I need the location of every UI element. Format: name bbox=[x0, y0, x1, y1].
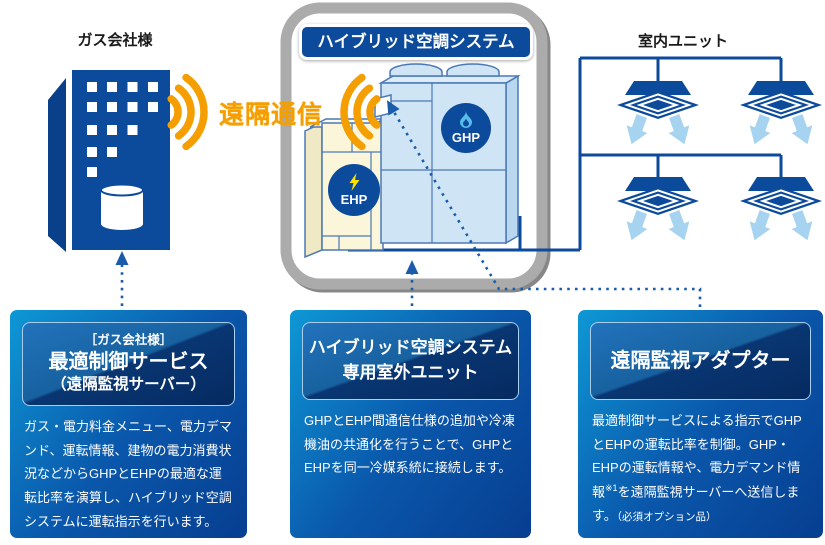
card-2-header-title: ハイブリッド空調システム bbox=[308, 338, 513, 358]
ghp-fan-icon bbox=[389, 63, 443, 77]
building-side bbox=[48, 78, 66, 252]
ghp-fan-icon bbox=[446, 63, 500, 77]
card-3-body-text-2: を遠隔監視サーバーへ送信します。 bbox=[592, 484, 800, 523]
gas-company-label: ガス会社様 bbox=[77, 32, 153, 49]
card-dedicated-outdoor-unit: ハイブリッド空調システム 専用室外ユニット GHPとEHP間通信仕様の追加や冷凍… bbox=[290, 310, 531, 538]
card-1-header-subtitle: （遠隔監視サーバー） bbox=[51, 376, 206, 394]
indoor-cassette-icon bbox=[740, 177, 822, 244]
card-3-option-note: （必須オプション品） bbox=[616, 510, 717, 523]
card-3-body: 最適制御サービスによる指示でGHPとEHPの運転比率を制御。GHP・EHPの運転… bbox=[592, 409, 809, 528]
card-1-header-tag: ［ガス会社様］ bbox=[84, 333, 173, 348]
lightning-bolt-icon bbox=[349, 173, 359, 191]
indoor-cassette-icon bbox=[740, 81, 822, 148]
ehp-badge-label: EHP bbox=[340, 192, 368, 207]
card-2-body: GHPとEHP間通信仕様の追加や冷凍機油の共通化を行うことで、GHPとEHPを同… bbox=[304, 413, 515, 476]
card-1-header: ［ガス会社様］ 最適制御サービス （遠隔監視サーバー） bbox=[22, 322, 235, 406]
indoor-units-label: 室内ユニット bbox=[637, 33, 728, 50]
refrigerant-piping bbox=[348, 56, 783, 252]
building-windows bbox=[87, 82, 158, 177]
gas-tank-icon bbox=[100, 183, 144, 230]
arrowhead-up-left bbox=[387, 100, 400, 116]
ghp-badge-label: GHP bbox=[451, 130, 481, 145]
arrowhead-up bbox=[405, 260, 419, 274]
system-title-banner: ハイブリッド空調システム bbox=[299, 24, 533, 60]
card-3-header: 遠隔監視アダプター bbox=[590, 322, 811, 400]
card-remote-monitoring-adapter: 遠隔監視アダプター 最適制御サービスによる指示でGHPとEHPの運転比率を制御。… bbox=[578, 310, 823, 538]
card-optimal-control-service: ［ガス会社様］ 最適制御サービス （遠隔監視サーバー） ガス・電力料金メニュー、… bbox=[10, 310, 247, 538]
card-1-body: ガス・電力料金メニュー、電力デマンド、運転情報、建物の電力消費状況などからGHP… bbox=[24, 419, 232, 529]
dotted-arrows bbox=[115, 100, 702, 307]
card-2-header-subtitle: 専用室外ユニット bbox=[342, 363, 479, 382]
ehp-badge: EHP bbox=[328, 164, 380, 216]
gas-flame-icon bbox=[460, 111, 472, 128]
ghp-unit-icon bbox=[374, 63, 521, 245]
card-3-body-text: 最適制御サービスによる指示でGHPとEHPの運転比率を制御。GHP・EHPの運転… bbox=[592, 413, 802, 500]
signal-waves-right-icon bbox=[340, 73, 381, 151]
card-3-header-title: 遠隔監視アダプター bbox=[610, 350, 791, 372]
remote-comm-label: 遠隔通信 bbox=[219, 101, 324, 129]
card-1-header-title: 最適制御サービス bbox=[48, 351, 209, 374]
gas-building-icon bbox=[48, 70, 170, 252]
signal-waves-left-icon bbox=[167, 73, 208, 151]
indoor-cassette-icon bbox=[617, 81, 699, 148]
card-3-footnote-marker: ※1 bbox=[605, 482, 618, 493]
ghp-badge: GHP bbox=[441, 103, 491, 153]
card-2-header: ハイブリッド空調システム 専用室外ユニット bbox=[302, 322, 519, 400]
arrowhead-up bbox=[115, 251, 129, 265]
indoor-cassette-icon bbox=[617, 177, 699, 244]
